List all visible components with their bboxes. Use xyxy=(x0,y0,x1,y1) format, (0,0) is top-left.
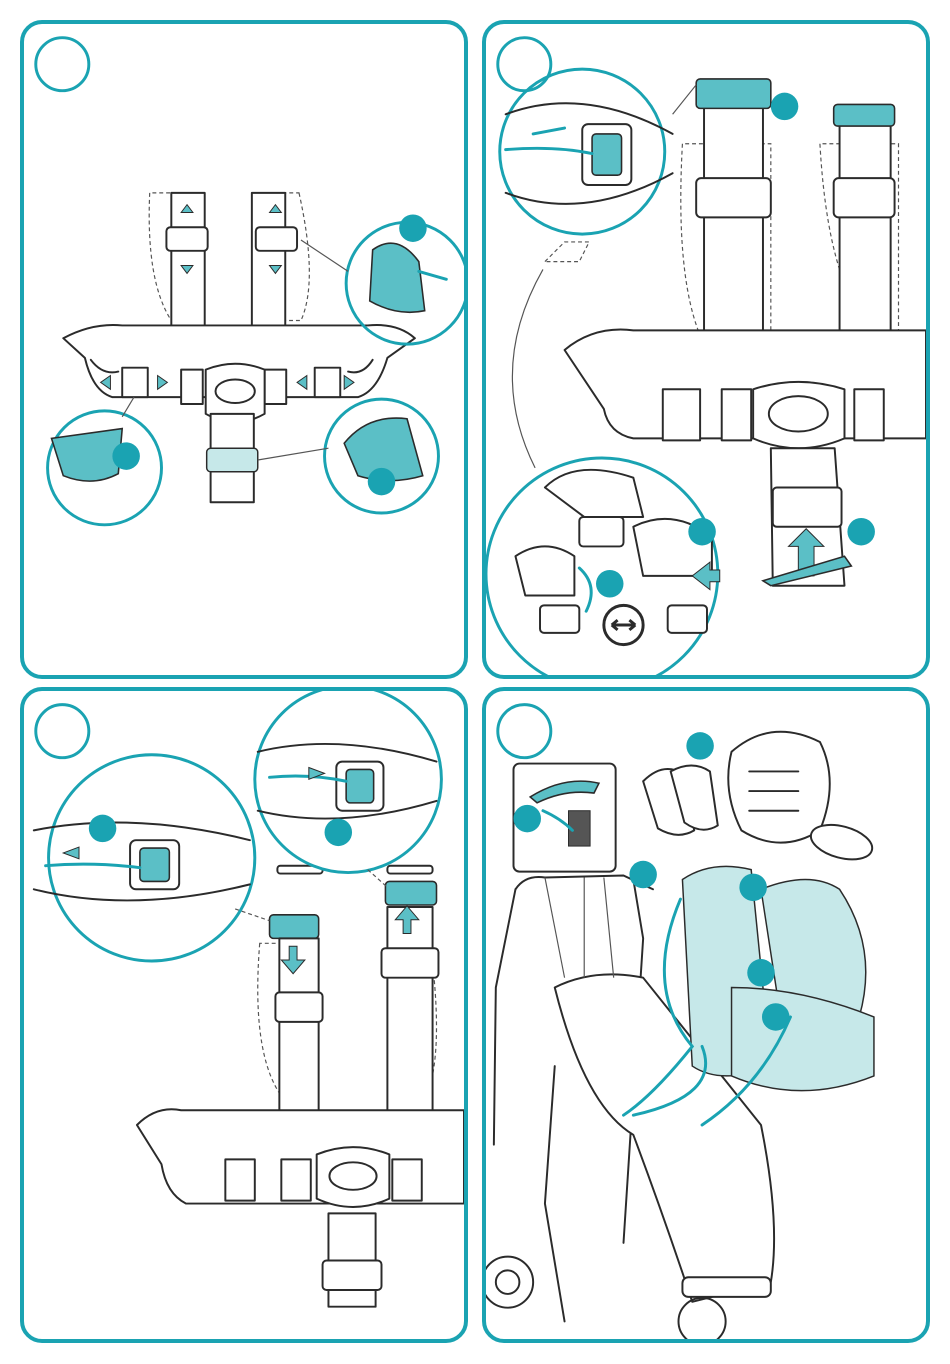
step-badge xyxy=(739,874,767,902)
step-panel-1 xyxy=(20,20,468,679)
stroller-front-wheel xyxy=(679,1298,726,1339)
step-number-circle xyxy=(498,705,551,758)
step-badge xyxy=(325,819,353,847)
step-badge xyxy=(399,214,427,242)
left-strap-slot xyxy=(696,79,771,108)
belt-loop xyxy=(722,389,751,440)
stroller-rear-wheel xyxy=(486,1257,533,1308)
right-strap-adjuster xyxy=(834,178,895,217)
step-badge xyxy=(368,468,396,496)
belt-loop xyxy=(265,370,287,404)
belt-loop xyxy=(663,389,700,440)
left-strap-slot xyxy=(270,915,319,939)
step-badge xyxy=(747,959,775,987)
step-badge xyxy=(112,442,139,470)
right-strap-adjuster xyxy=(256,227,297,251)
waist-adjuster-left xyxy=(122,368,148,397)
step-badge xyxy=(771,93,799,121)
belt-loop xyxy=(281,1159,310,1200)
step-number-circle xyxy=(36,38,89,91)
harness-buckle xyxy=(317,1147,390,1207)
step-badge xyxy=(514,805,542,833)
step-panel-4 xyxy=(482,687,930,1343)
belt-loop xyxy=(225,1159,254,1200)
harness-adjust-illustration xyxy=(24,24,464,675)
step-number-circle xyxy=(36,705,89,758)
strap-height-illustration xyxy=(24,691,464,1339)
left-strap-adjuster xyxy=(275,992,322,1021)
step-badge xyxy=(847,518,875,546)
step-badge xyxy=(596,570,624,598)
right-strap-adjuster xyxy=(382,948,439,977)
rotate-both-ways-icon xyxy=(604,605,643,644)
step-badge xyxy=(89,815,117,842)
seat-liner-illustration xyxy=(486,691,926,1339)
belt-loop xyxy=(392,1159,421,1200)
strap-removal-illustration xyxy=(486,24,926,675)
crotch-adjuster xyxy=(207,448,258,472)
left-strap-adjuster xyxy=(166,227,207,251)
step-number-circle xyxy=(498,38,551,91)
right-strap-slot xyxy=(834,104,895,126)
harness-buckle xyxy=(753,382,844,448)
step-panel-3 xyxy=(20,687,468,1343)
belt-loop xyxy=(854,389,883,440)
detail-circle-clip xyxy=(486,458,718,675)
left-strap-adjuster xyxy=(696,178,771,217)
right-strap-slot xyxy=(385,881,436,905)
head-insert xyxy=(728,732,829,843)
belt-loop xyxy=(181,370,203,404)
step-panel-2 xyxy=(482,20,930,679)
step-badge xyxy=(686,732,714,760)
waist-adjuster-right xyxy=(315,368,341,397)
step-badge xyxy=(688,518,716,546)
step-badge xyxy=(629,861,657,889)
